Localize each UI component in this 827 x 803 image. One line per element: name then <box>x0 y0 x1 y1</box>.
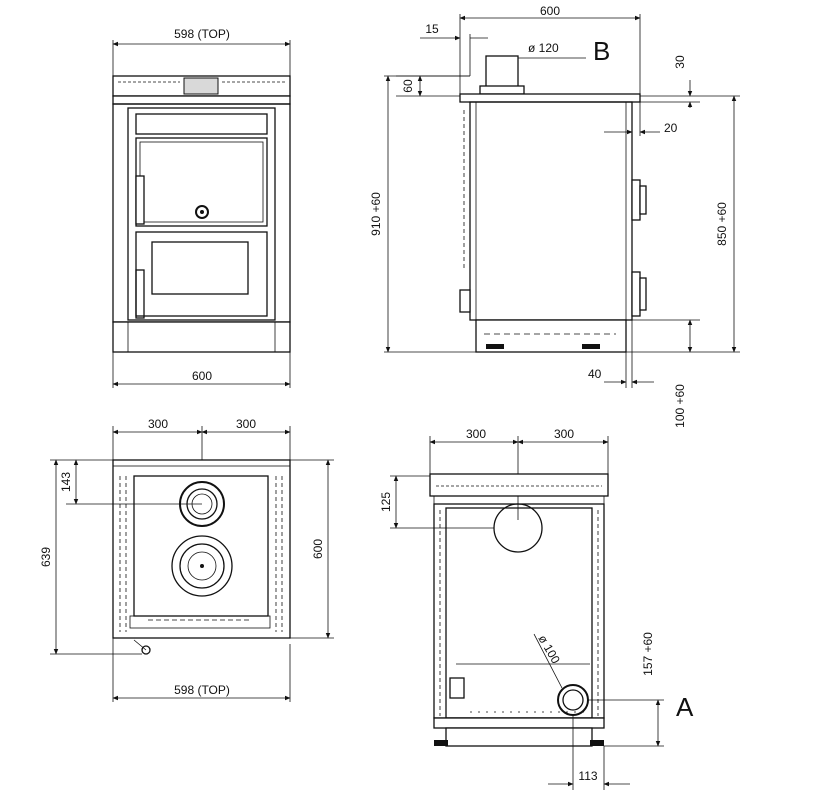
rear-outlet-diameter-label: ø 100 <box>535 633 563 667</box>
top-half-right-label: 300 <box>236 417 256 431</box>
top-view: 300 300 143 639 600 <box>39 417 334 702</box>
side-view: 600 15 ø 120 B 60 30 20 <box>369 4 740 428</box>
top-depth-600-label: 600 <box>311 539 325 559</box>
side-dim-100-label: 100 +60 <box>673 384 687 428</box>
side-height-total-label: 910 +60 <box>369 192 383 236</box>
rear-dim-113-label: 113 <box>578 769 597 783</box>
side-flue-diameter-label: ø 120 <box>528 41 559 55</box>
side-dim-40-label: 40 <box>588 367 602 381</box>
top-depth-639-label: 639 <box>39 547 53 567</box>
rear-half-right-label: 300 <box>554 427 574 441</box>
label-b: B <box>593 36 610 66</box>
top-dim-143-label: 143 <box>59 472 73 492</box>
front-view: 598 (TOP) 600 <box>112 27 291 388</box>
rear-dim-125-label: 125 <box>379 492 393 512</box>
rear-view: 300 300 125 ø 100 1 <box>379 427 694 790</box>
rear-height-157-label: 157 +60 <box>641 632 655 676</box>
rear-half-left-label: 300 <box>466 427 486 441</box>
side-dim-60-label: 60 <box>401 79 415 93</box>
side-depth-label: 600 <box>540 4 560 18</box>
side-offset-15-label: 15 <box>425 22 439 36</box>
label-a: A <box>676 692 694 722</box>
side-dim-30-label: 30 <box>673 55 687 69</box>
top-width-top-label: 598 (TOP) <box>174 683 230 697</box>
front-width-bottom-label: 600 <box>192 369 212 383</box>
top-half-left-label: 300 <box>148 417 168 431</box>
side-dim-20-label: 20 <box>664 121 678 135</box>
front-width-top-label: 598 (TOP) <box>174 27 230 41</box>
side-height-body-label: 850 +60 <box>715 202 729 246</box>
